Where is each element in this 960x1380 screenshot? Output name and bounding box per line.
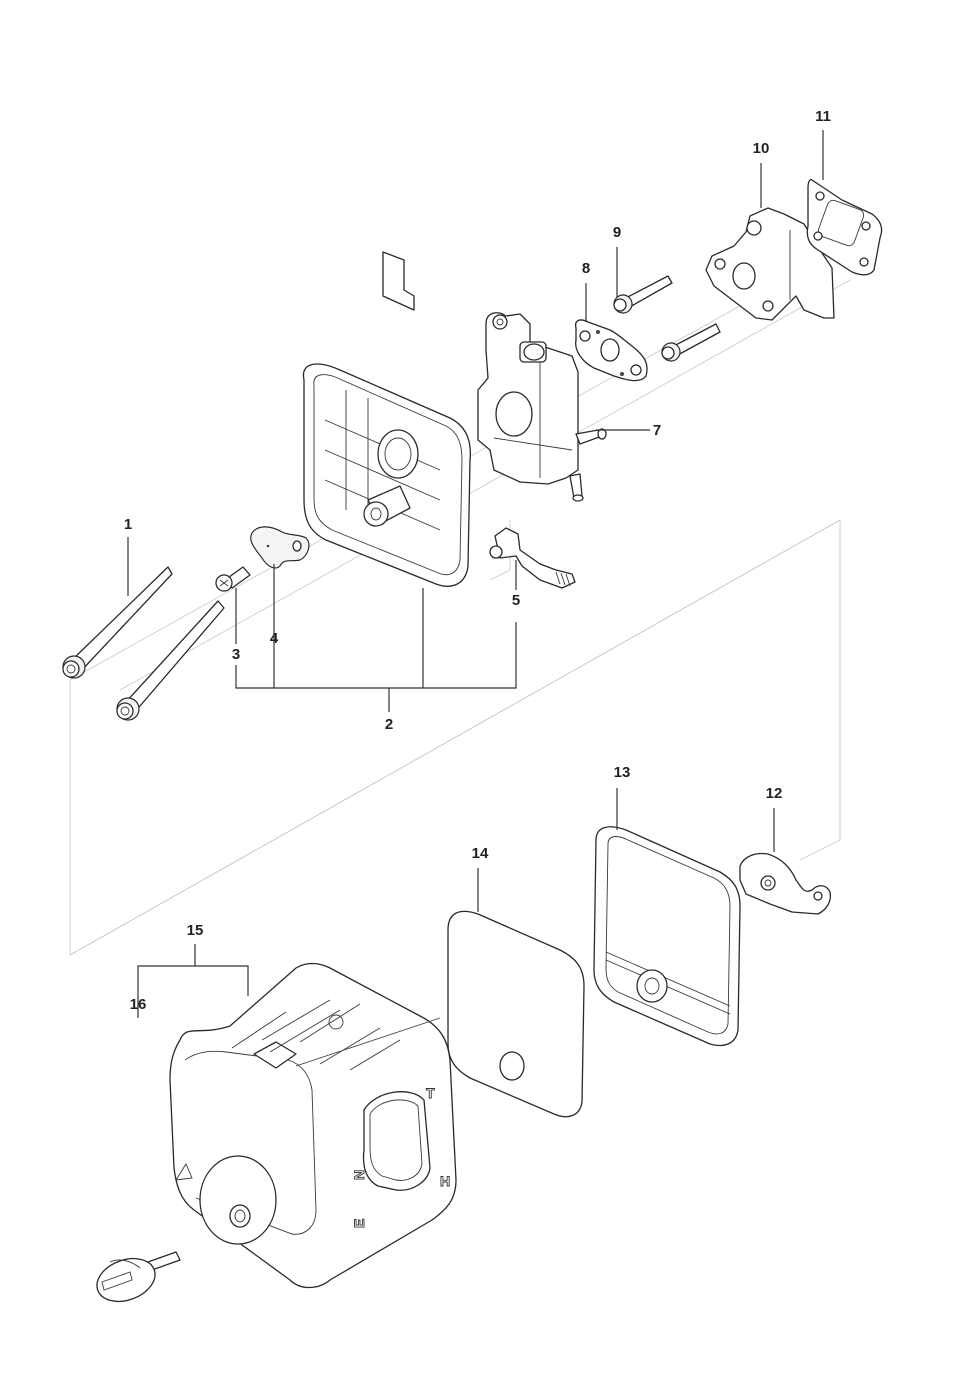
callout-14: 14 [472,845,489,862]
small-screw-part [215,566,251,592]
screw-upper [613,275,673,314]
callout-7: 7 [653,422,661,439]
carburetor-part [477,312,607,502]
long-screw-part [62,566,225,721]
callout-labels: 1 2 3 4 5 7 8 9 10 11 12 13 14 15 16 [124,108,831,1013]
cover-mark-h: H [440,1173,450,1189]
callout-12: 12 [766,785,783,802]
leader-15-bracket [137,965,249,1018]
cover-mark-t: T [426,1085,435,1101]
choke-plate-part [250,526,310,569]
filter-frame-part [593,826,741,1047]
callout-11: 11 [815,108,831,125]
leader-2-bracket [235,622,517,689]
intake-adapter-part [705,207,835,321]
leader-lines [127,130,824,1018]
callout-10: 10 [753,140,770,157]
assembly-guide-lines [69,249,851,956]
air-filter-cover-part: T H N E [169,962,457,1289]
cover-mark-e: E [351,1219,367,1228]
air-filter-base-part [302,251,472,587]
foam-filter-part [447,910,585,1118]
callout-3: 3 [232,646,240,663]
choke-lever-part [489,527,576,589]
screw-part [613,275,721,362]
callout-2: 2 [385,716,393,733]
callout-15: 15 [187,922,204,939]
callout-8: 8 [582,260,590,277]
callout-1: 1 [124,516,132,533]
cover-mark-n: N [351,1170,367,1180]
callout-4: 4 [270,630,279,647]
cover-knob-part [96,1251,181,1303]
screw-lower [661,323,721,362]
intake-gasket-part [806,178,883,276]
carburetor-gasket-part [574,319,648,382]
bracket-part [739,852,832,915]
callout-16: 16 [130,996,147,1013]
callout-5: 5 [512,592,520,609]
callout-13: 13 [614,764,631,781]
long-screw-upper [62,566,173,679]
callout-9: 9 [613,224,621,241]
long-screw-lower [116,600,225,721]
